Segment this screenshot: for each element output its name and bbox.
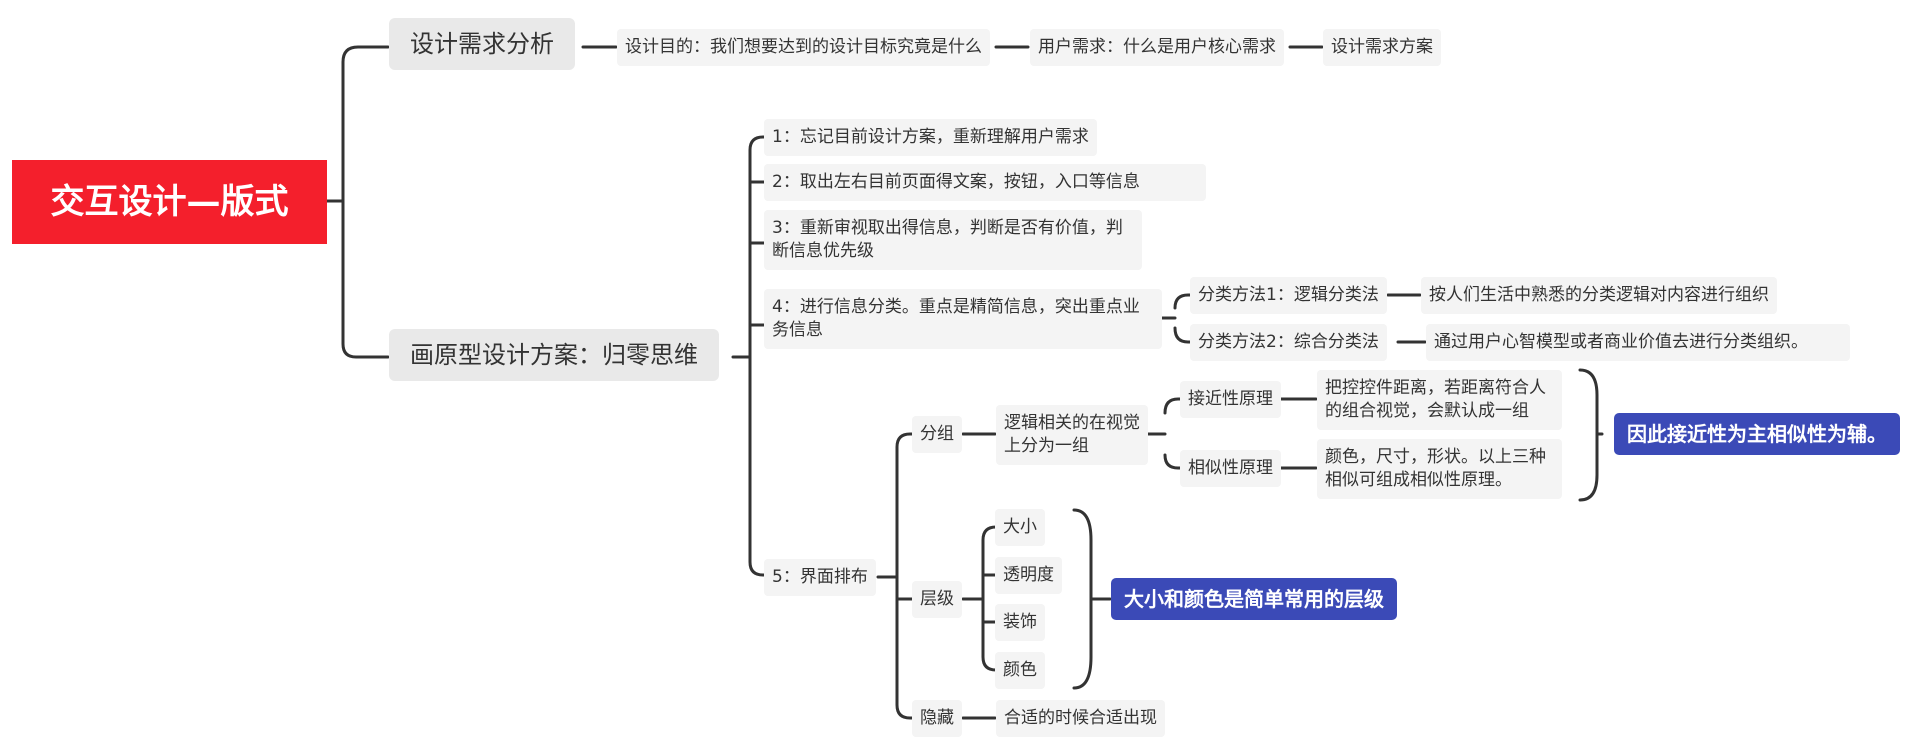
hierarchy-summary[interactable]: 大小和颜色是简单常用的层级 [1111, 578, 1397, 620]
hide-desc[interactable]: 合适的时候合适出现 [996, 700, 1165, 737]
group-node[interactable]: 分组 [912, 416, 962, 453]
hierarchy-decoration[interactable]: 装饰 [995, 604, 1045, 641]
chain-design-plan[interactable]: 设计需求方案 [1323, 29, 1441, 66]
chain-user-need[interactable]: 用户需求：什么是用户核心需求 [1030, 29, 1284, 66]
method-logic[interactable]: 分类方法1：逻辑分类法 [1190, 277, 1387, 314]
root-topic[interactable]: 交互设计—版式 [12, 160, 327, 244]
principle-proximity-detail[interactable]: 把控控件距离，若距离符合人的组合视觉，会默认成一组 [1317, 370, 1562, 430]
branch-demand-analysis[interactable]: 设计需求分析 [389, 18, 575, 70]
hierarchy-color[interactable]: 颜色 [995, 652, 1045, 689]
step-1[interactable]: 1：忘记目前设计方案，重新理解用户需求 [764, 119, 1097, 156]
principle-proximity[interactable]: 接近性原理 [1180, 381, 1281, 418]
group-summary[interactable]: 因此接近性为主相似性为辅。 [1614, 413, 1900, 455]
step-5[interactable]: 5：界面排布 [764, 559, 876, 596]
method-combined[interactable]: 分类方法2：综合分类法 [1190, 324, 1387, 361]
group-desc[interactable]: 逻辑相关的在视觉上分为一组 [996, 405, 1148, 465]
hierarchy-opacity[interactable]: 透明度 [995, 557, 1062, 594]
hierarchy-size[interactable]: 大小 [995, 509, 1045, 546]
branch-prototype[interactable]: 画原型设计方案：归零思维 [389, 329, 719, 381]
step-4[interactable]: 4：进行信息分类。重点是精简信息，突出重点业务信息 [764, 289, 1162, 349]
method-combined-detail[interactable]: 通过用户心智模型或者商业价值去进行分类组织。 [1426, 324, 1850, 361]
principle-similarity-detail[interactable]: 颜色，尺寸，形状。以上三种相似可组成相似性原理。 [1317, 439, 1562, 499]
method-logic-detail[interactable]: 按人们生活中熟悉的分类逻辑对内容进行组织 [1421, 277, 1777, 314]
chain-design-goal[interactable]: 设计目的：我们想要达到的设计目标究竟是什么 [617, 29, 990, 66]
hide-node[interactable]: 隐藏 [912, 700, 962, 737]
step-2[interactable]: 2：取出左右目前页面得文案，按钮，入口等信息 [764, 164, 1206, 201]
hierarchy-node[interactable]: 层级 [912, 581, 962, 618]
principle-similarity[interactable]: 相似性原理 [1180, 450, 1281, 487]
step-3[interactable]: 3：重新审视取出得信息，判断是否有价值，判断信息优先级 [764, 210, 1142, 270]
